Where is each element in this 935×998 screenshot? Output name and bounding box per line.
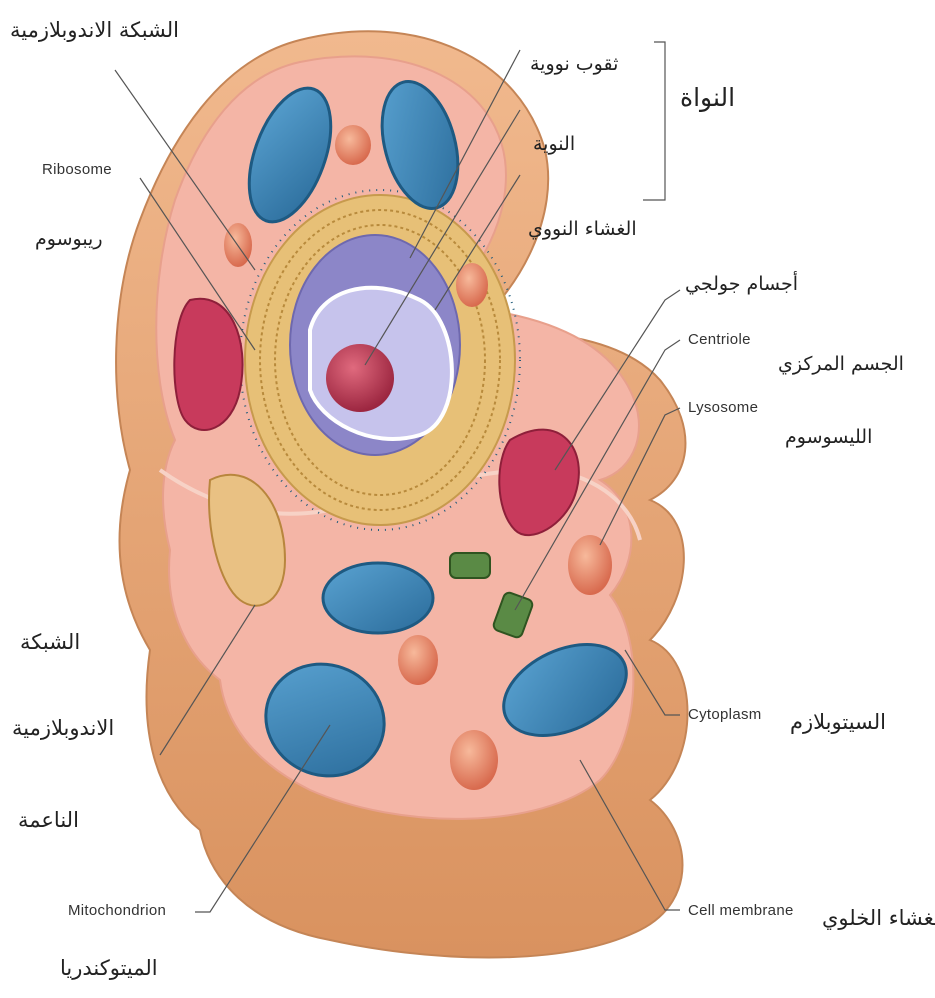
label-cytoplasm-ar: السيتوبلازم xyxy=(790,712,886,733)
label-nuclear-envelope-ar: الغشاء النووي xyxy=(528,220,637,239)
label-smooth-er-ar-3: الناعمة xyxy=(18,810,79,831)
label-cytoplasm-en: Cytoplasm xyxy=(688,707,762,722)
label-ribosome-en: Ribosome xyxy=(42,162,112,177)
label-cell-membrane-en: Cell membrane xyxy=(688,903,794,918)
label-golgi-ar: أجسام جولجي xyxy=(685,275,798,294)
label-mitochondrion-en: Mitochondrion xyxy=(68,903,166,918)
label-lysosome-en: Lysosome xyxy=(688,400,758,415)
label-nucleus-ar: النواة xyxy=(680,85,735,110)
label-ribosome-ar: ريبوسوم xyxy=(35,230,103,249)
label-centriole-en: Centriole xyxy=(688,332,751,347)
label-mitochondrion-ar: الميتوكندريا xyxy=(60,958,158,979)
label-cell-membrane-ar: الغشاء الخلوي xyxy=(822,908,935,929)
label-rough-er-ar: الشبكة الاندوبلازمية xyxy=(10,20,179,41)
label-smooth-er-ar-1: الشبكة xyxy=(20,632,80,653)
label-centriole-ar: الجسم المركزي xyxy=(778,355,904,374)
label-nucleolus2-ar: النوية xyxy=(533,135,575,154)
nucleolus xyxy=(326,344,394,412)
label-nucleolus-ar: ثقوب نووية xyxy=(530,55,618,74)
label-lysosome-ar: الليسوسوم xyxy=(785,428,872,447)
label-smooth-er-ar-2: الاندوبلازمية xyxy=(12,718,114,739)
